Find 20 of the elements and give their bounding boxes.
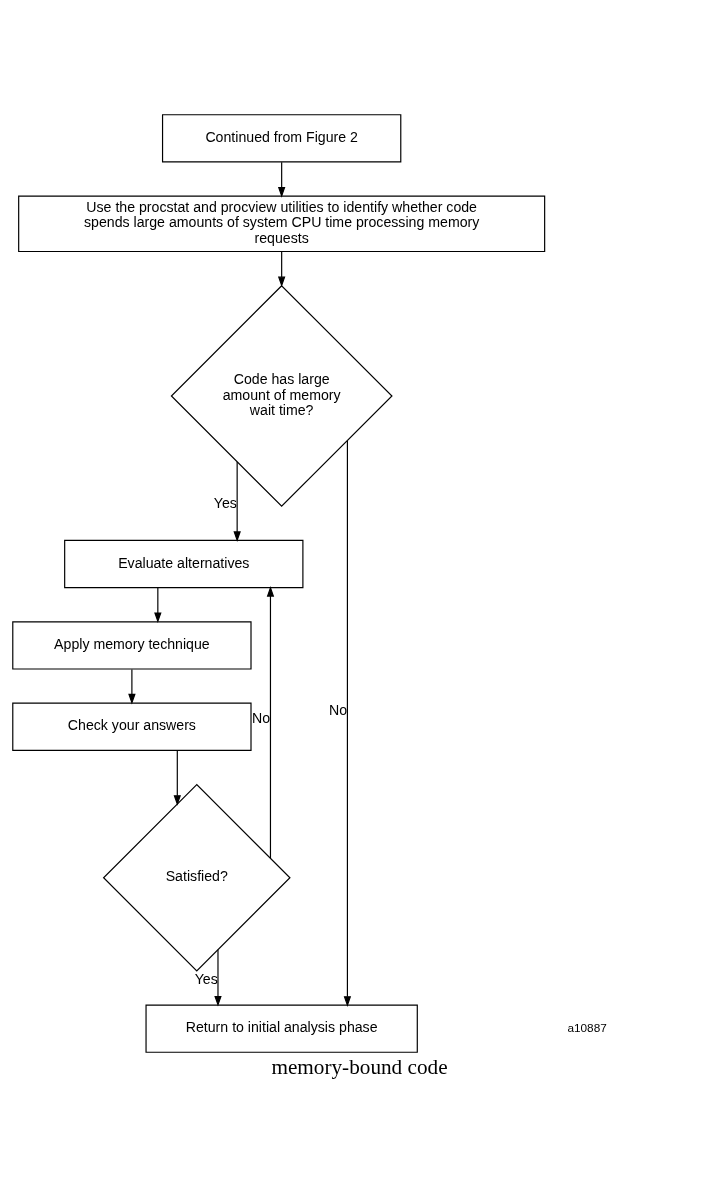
edge-label: No: [328, 701, 348, 718]
arrow: [233, 460, 241, 542]
arrow: [128, 668, 136, 704]
node-diamond: Satisfied?: [102, 783, 291, 972]
arrow: [154, 586, 162, 623]
caption: memory-bound code: [271, 1054, 448, 1079]
node-box: Apply memory technique: [12, 620, 252, 670]
node-box: Check your answers: [12, 702, 252, 751]
node-box: Continued from Figure 2: [161, 113, 402, 162]
arrow: [343, 439, 352, 1007]
arrow: [277, 161, 286, 198]
arrow: [266, 585, 275, 859]
node-box: Evaluate alternatives: [64, 539, 304, 588]
arrow: [214, 948, 222, 1007]
edge-label: No: [251, 709, 271, 726]
node-box: Use the procstat and procview utilities to identify whether code spends large amounts of system CPU time processing memory requests: [18, 195, 546, 252]
arrow: [173, 749, 182, 806]
node-box: Return to initial analysis phase: [145, 1004, 418, 1053]
arrow: [277, 250, 286, 287]
label: a10887: [567, 1020, 607, 1034]
